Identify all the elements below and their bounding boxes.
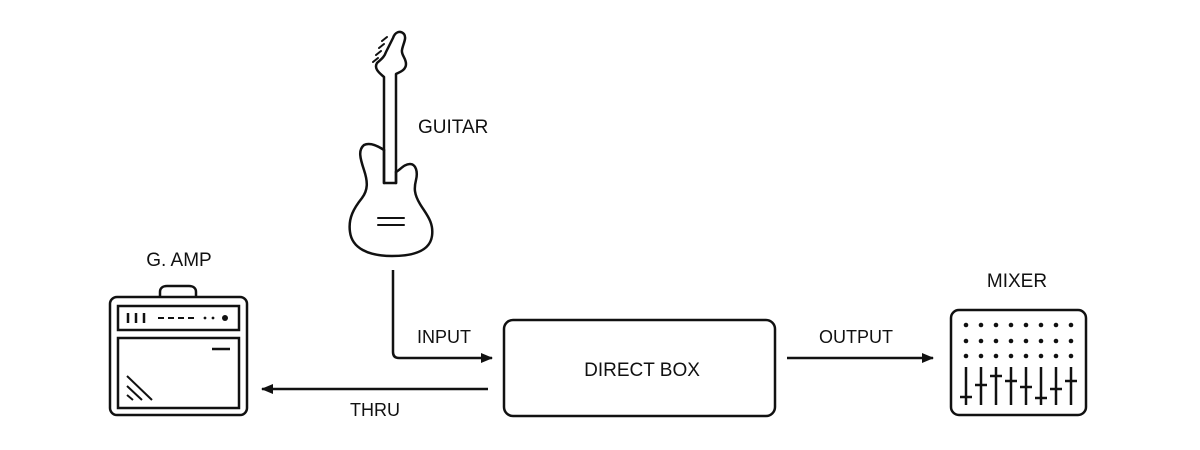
mixer-knob-dot	[963, 353, 969, 359]
mixer-fader	[960, 367, 972, 405]
mixer-knob-dot	[1038, 338, 1044, 344]
input-label: INPUT	[417, 327, 471, 347]
mixer-fader	[1020, 367, 1032, 405]
mixer-knob-dot	[1068, 353, 1074, 359]
mixer-knob-dot	[978, 322, 984, 328]
thru-label: THRU	[350, 400, 400, 420]
mixer-icon	[949, 308, 1088, 417]
direct-box	[502, 318, 777, 418]
mixer-fader	[1035, 367, 1047, 405]
mixer-knob-dot	[963, 338, 969, 344]
direct-box-label: DIRECT BOX	[584, 360, 700, 381]
mixer-knob-dot	[993, 338, 999, 344]
mixer-knob-dot	[1068, 338, 1074, 344]
mixer-knob-dot	[1053, 338, 1059, 344]
amp-indicators	[203, 315, 228, 321]
guitar-label: GUITAR	[418, 117, 488, 138]
input-arrow	[391, 270, 493, 363]
mixer-knob-dot	[993, 322, 999, 328]
mixer-knob-dot	[978, 338, 984, 344]
amp-label: G. AMP	[146, 250, 211, 271]
mixer-fader	[1005, 367, 1017, 405]
mixer-knob-dot	[1038, 353, 1044, 359]
mixer-fader	[1065, 367, 1077, 405]
mixer-knob-dot	[978, 353, 984, 359]
mixer-label: MIXER	[987, 271, 1047, 292]
guitar-amp-icon	[108, 284, 249, 417]
mixer-knob-dot	[1023, 338, 1029, 344]
output-label: OUTPUT	[819, 327, 893, 347]
mixer-fader	[1050, 367, 1062, 405]
mixer-knob-dot	[1038, 322, 1044, 328]
mixer-fader	[975, 367, 987, 405]
guitar-icon	[348, 30, 434, 258]
mixer-knob-dot	[1008, 322, 1014, 328]
mixer-faders	[960, 367, 1077, 405]
mixer-knob-dot	[1053, 322, 1059, 328]
mixer-knob-grid	[963, 322, 1074, 359]
mixer-knob-dot	[1053, 353, 1059, 359]
mixer-knob-dot	[1008, 353, 1014, 359]
mixer-knob-dot	[1008, 338, 1014, 344]
mixer-knob-dot	[1068, 322, 1074, 328]
mixer-knob-dot	[1023, 322, 1029, 328]
mixer-knob-dot	[993, 353, 999, 359]
mixer-knob-dot	[1023, 353, 1029, 359]
mixer-knob-dot	[963, 322, 969, 328]
mixer-fader	[990, 367, 1002, 405]
